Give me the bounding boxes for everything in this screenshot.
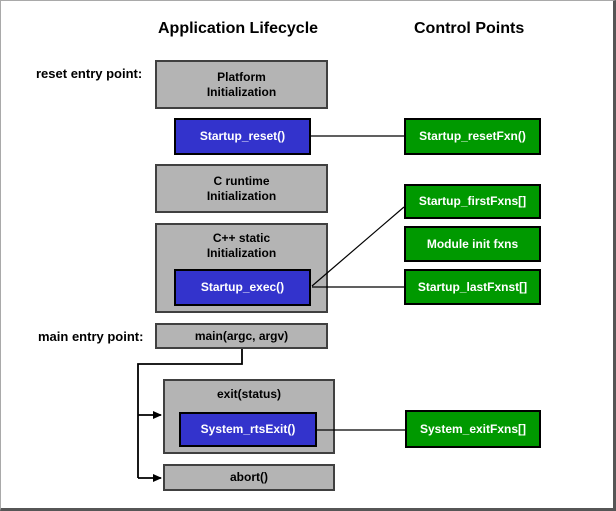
reset-entry-point-label: reset entry point:	[36, 66, 143, 81]
c-runtime-initialization-box: C runtime Initialization	[155, 164, 328, 213]
exit-status-label: exit(status)	[216, 387, 281, 401]
module-init-fxns-box: Module init fxns	[404, 226, 541, 262]
startup-first-fxns-box: Startup_firstFxns[]	[404, 184, 541, 219]
column-title-application-lifecycle: Application Lifecycle	[158, 20, 319, 37]
platform-initialization-box: Platform Initialization	[155, 60, 328, 109]
system-exit-fxns-box: System_exitFxns[]	[405, 410, 541, 448]
column-title-control-points: Control Points	[414, 20, 525, 37]
main-box: main(argc, argv)	[155, 323, 328, 349]
abort-box: abort()	[163, 464, 335, 491]
startup-reset-box: Startup_reset()	[174, 118, 311, 155]
startup-reset-fxn-box: Startup_resetFxn()	[404, 118, 541, 155]
main-entry-point-label: main entry point:	[38, 329, 144, 344]
system-rts-exit-box: System_rtsExit()	[179, 412, 317, 447]
startup-last-fxns-box: Startup_lastFxnst[]	[404, 269, 541, 305]
startup-exec-box: Startup_exec()	[174, 269, 311, 306]
cpp-static-initialization-label: C++ static Initialization	[206, 231, 277, 260]
